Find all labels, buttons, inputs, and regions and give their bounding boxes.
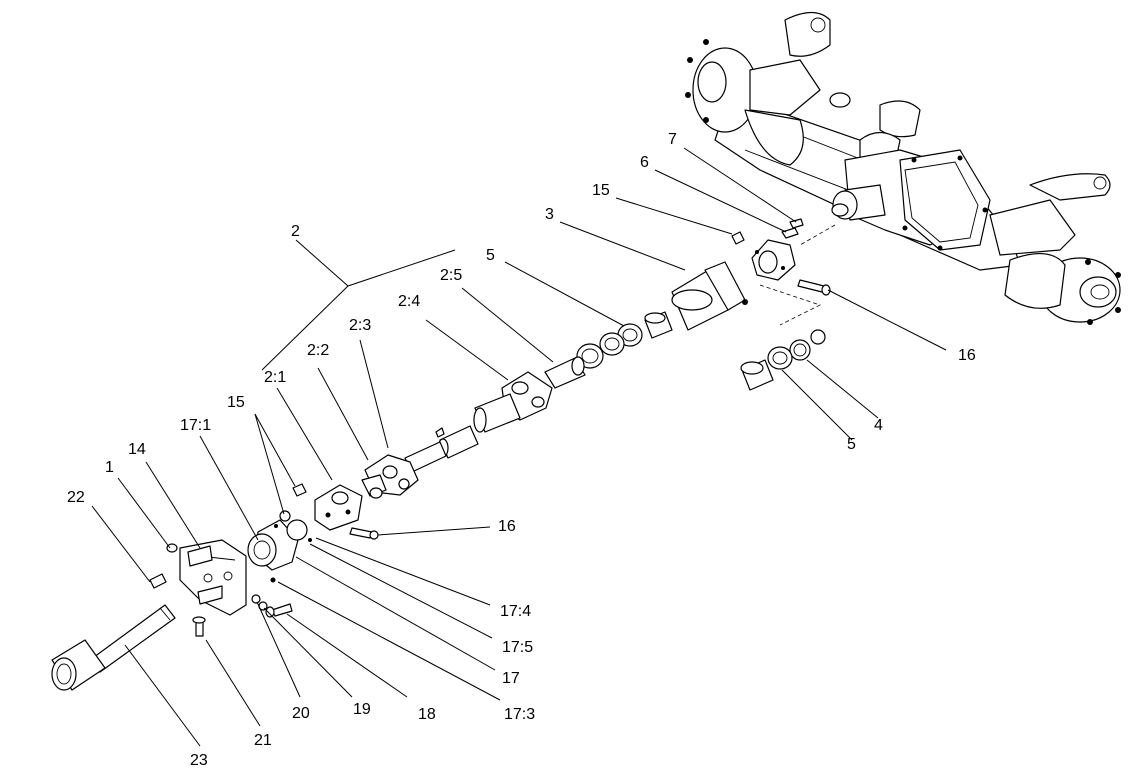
callout-4: 4 [874,417,883,434]
callout-5-top: 5 [486,247,495,264]
callout-15-right: 15 [592,182,610,199]
callout-3: 3 [545,206,554,223]
callout-2: 2 [291,223,300,240]
callout-2-5: 2:5 [440,267,463,284]
callout-16-mid: 16 [498,518,516,535]
drive-shaft-icon [576,218,831,391]
leader-lines [91,147,947,747]
callout-21: 21 [254,732,272,749]
callout-2-3: 2:3 [349,317,372,334]
callout-2-2: 2:2 [307,342,330,359]
callout-7: 7 [668,131,677,148]
axle-assembly-icon [685,11,1121,325]
callout-22: 22 [67,489,85,506]
callout-6: 6 [640,154,649,171]
callout-5-bottom: 5 [847,436,856,453]
callout-15-left: 15 [227,394,245,411]
callout-18: 18 [418,706,436,723]
callout-2-4: 2:4 [398,293,421,310]
callout-17-4: 17:4 [500,603,532,620]
callout-20: 20 [292,705,310,722]
callout-17-1: 17:1 [180,417,212,434]
callout-2-1: 2:1 [264,369,287,386]
callout-1: 1 [105,459,114,476]
callout-17-3: 17:3 [504,706,536,723]
mount-bracket-icon [51,510,312,691]
callout-23: 23 [190,752,208,769]
steering-shaft-icon [292,356,586,540]
callout-14: 14 [128,441,146,458]
callout-17: 17 [502,670,520,687]
callout-16-right: 16 [958,347,976,364]
callout-19: 19 [353,701,371,718]
callout-17-5: 17:5 [502,639,534,656]
